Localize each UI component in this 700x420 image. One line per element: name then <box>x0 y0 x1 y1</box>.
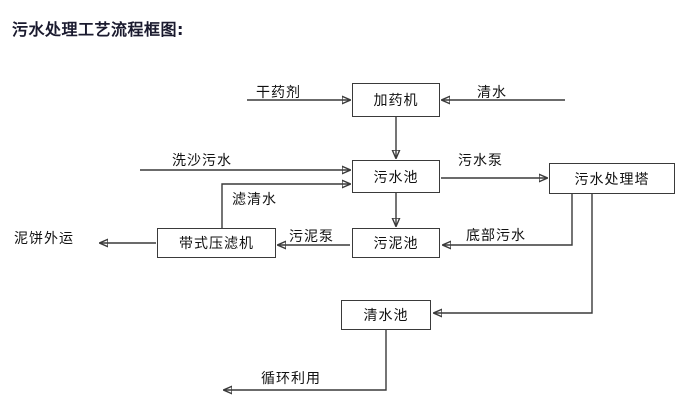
node-sewage-pool-label: 污水池 <box>373 169 419 186</box>
node-treatment-tower-label: 污水处理塔 <box>574 171 650 188</box>
edge-label-recycle-reuse: 循环利用 <box>261 371 321 387</box>
node-clear-water-pool-label: 清水池 <box>363 308 409 324</box>
node-sewage-pool[interactable]: 污水池 <box>352 160 440 193</box>
node-belt-filter-press[interactable]: 带式压滤机 <box>157 228 276 258</box>
node-dosing-machine[interactable]: 加药机 <box>352 83 440 117</box>
node-treatment-tower[interactable]: 污水处理塔 <box>549 163 675 194</box>
terminal-mud-cake-export: 泥饼外运 <box>14 231 74 247</box>
edge-label-clean-water: 清水 <box>477 85 507 101</box>
edge-label-sewage-pump: 污水泵 <box>458 153 503 169</box>
edge-tower-to-clear-water-pool <box>434 194 593 313</box>
node-dosing-machine-label: 加药机 <box>373 93 419 109</box>
edge-label-filtered-clear-water: 滤清水 <box>232 192 277 208</box>
edge-label-bottom-sewage: 底部污水 <box>466 228 526 244</box>
node-belt-filter-press-label: 带式压滤机 <box>179 236 254 252</box>
edge-label-sludge-pump: 污泥泵 <box>289 229 334 245</box>
node-sludge-pool-label: 污泥池 <box>373 236 419 252</box>
page-title: 污水处理工艺流程框图: <box>12 20 184 39</box>
node-sludge-pool[interactable]: 污泥池 <box>352 228 440 258</box>
edge-label-dry-chemical: 干药剂 <box>256 85 301 101</box>
node-clear-water-pool[interactable]: 清水池 <box>341 300 431 330</box>
edge-label-sand-wash-sewage: 洗沙污水 <box>172 153 232 169</box>
